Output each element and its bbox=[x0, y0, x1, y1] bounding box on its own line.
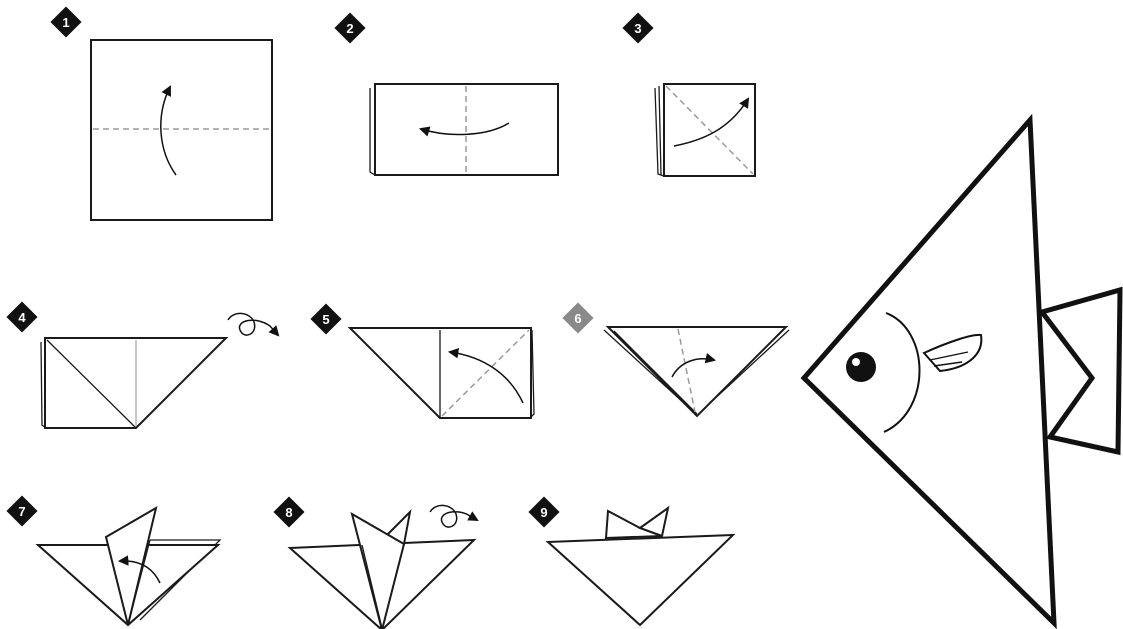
fish-body bbox=[804, 120, 1054, 623]
step-1: 1 bbox=[50, 6, 272, 220]
step-4-turn-over-loop-icon bbox=[228, 313, 278, 335]
fish-tail bbox=[1042, 290, 1120, 452]
step-8-number: 8 bbox=[285, 505, 292, 520]
step-5: 5 bbox=[310, 303, 534, 418]
step-4-badge: 4 bbox=[6, 301, 37, 332]
step-8-badge: 8 bbox=[273, 496, 304, 527]
step-9: 9 bbox=[528, 496, 733, 625]
step-5-badge: 5 bbox=[310, 303, 341, 334]
step-7: 7 bbox=[6, 495, 220, 625]
step-1-badge: 1 bbox=[50, 6, 81, 37]
step-6-number: 6 bbox=[574, 311, 581, 326]
step-1-paper-square bbox=[91, 40, 272, 220]
step-9-number: 9 bbox=[540, 505, 547, 520]
fish-eye-highlight bbox=[852, 358, 860, 366]
step-8: 8 bbox=[273, 496, 477, 629]
step-7-badge: 7 bbox=[6, 495, 37, 526]
step-7-number: 7 bbox=[18, 504, 25, 519]
step-3-back-layer-2 bbox=[659, 86, 661, 175]
step-4: 4 bbox=[6, 301, 278, 428]
step-6: 6 bbox=[562, 302, 789, 416]
step-2: 2 bbox=[334, 12, 558, 175]
finished-fish bbox=[804, 120, 1120, 623]
step-6-badge: 6 bbox=[562, 302, 593, 333]
step-2-badge: 2 bbox=[334, 12, 365, 43]
fish-eye bbox=[846, 352, 876, 382]
step-5-number: 5 bbox=[322, 312, 329, 327]
step-3-number: 3 bbox=[634, 21, 641, 36]
step-9-badge: 9 bbox=[528, 496, 559, 527]
step-1-number: 1 bbox=[62, 15, 69, 30]
step-8-turn-over-loop-icon bbox=[430, 505, 477, 527]
step-2-number: 2 bbox=[346, 21, 353, 36]
step-9-paper-triangle bbox=[548, 535, 733, 625]
step-3-badge: 3 bbox=[622, 12, 653, 43]
step-4-number: 4 bbox=[18, 310, 26, 325]
step-3: 3 bbox=[622, 12, 755, 176]
step-6-paper-triangle bbox=[608, 327, 786, 416]
